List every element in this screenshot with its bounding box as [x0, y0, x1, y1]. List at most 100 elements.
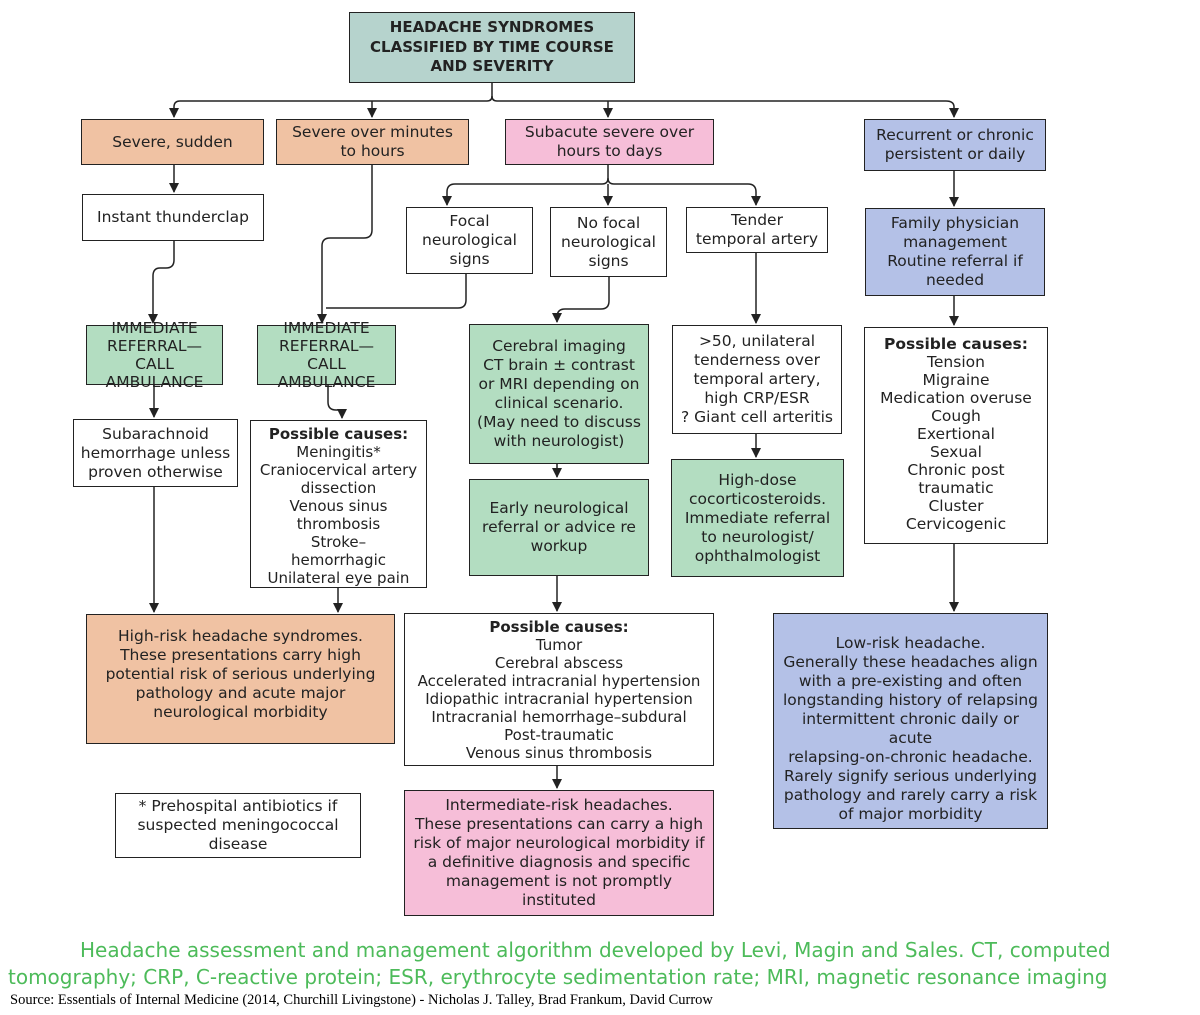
category-subacute: Subacute severe over hours to days: [505, 119, 714, 165]
box-text: Focal: [449, 212, 490, 230]
box-text: cocorticosteroids.: [688, 489, 827, 508]
focal-signs-box: Focal neurological signs: [406, 207, 533, 274]
cause-item: Accelerated intracranial hypertension: [417, 672, 701, 690]
title-line: CLASSIFIED BY TIME COURSE: [370, 37, 614, 56]
box-text: Cerebral imaging: [492, 337, 626, 355]
box-text: Immediate referral: [684, 508, 831, 527]
box-text: IMMEDIATE: [111, 319, 198, 337]
box-text: Subacute severe over: [524, 123, 695, 141]
box-text: with a pre-existing and often: [798, 672, 1023, 690]
box-text: REFERRAL—CALL: [107, 337, 202, 373]
cause-item: Chronic post: [907, 461, 1005, 479]
cause-item: Venous sinus thrombosis: [465, 744, 653, 762]
box-text: ophthalmologist: [694, 546, 821, 565]
box-text: AMBULANCE: [277, 373, 376, 391]
cause-item: traumatic: [918, 479, 994, 497]
box-text: needed: [925, 271, 985, 289]
box-text: a definitive diagnosis and specific: [427, 853, 691, 871]
box-text: * Prehospital antibiotics if: [138, 797, 338, 815]
box-text: IMMEDIATE: [283, 319, 370, 337]
immediate-referral-box-1: IMMEDIATE REFERRAL—CALL AMBULANCE: [86, 319, 223, 391]
box-text: Tender: [731, 211, 783, 229]
cause-item: thrombosis: [296, 515, 381, 533]
box-text: Recurrent or chronic: [876, 126, 1034, 144]
box-text: potential risk of serious underlying: [105, 665, 376, 683]
box-text: with neurologist): [493, 432, 625, 450]
title-line: HEADACHE SYNDROMES: [389, 18, 595, 37]
thunderclap-box: Instant thunderclap: [82, 194, 264, 241]
cause-item: Meningitis*: [296, 443, 381, 461]
box-text: hemorrhage unless: [80, 443, 231, 462]
box-text: tenderness over: [694, 351, 820, 369]
possible-causes-heading: Possible causes:: [489, 618, 629, 636]
early-referral-box: Early neurological referral or advice re…: [469, 479, 649, 576]
box-text: management: [903, 233, 1007, 251]
box-text: High-dose: [718, 470, 797, 489]
cause-item: Exertional: [917, 425, 995, 443]
cause-item: Post-traumatic: [504, 726, 614, 744]
box-text: neurological morbidity: [153, 703, 328, 721]
box-text: Family physician: [890, 214, 1020, 232]
possible-causes-heading: Possible causes:: [268, 425, 409, 443]
cause-item: Sexual: [930, 443, 982, 461]
subarachnoid-box: Subarachnoid hemorrhage unless proven ot…: [73, 419, 238, 487]
box-text: intermittent chronic daily or acute: [801, 710, 1020, 747]
box-text: Rarely signify serious underlying: [784, 767, 1037, 785]
giant-cell-arteritis-box: >50, unilateral tenderness over temporal…: [672, 325, 842, 434]
cause-item: Unilateral eye pain: [267, 569, 410, 587]
box-text: Subarachnoid: [102, 424, 209, 443]
cause-item: Cerebral abscess: [494, 654, 624, 672]
cerebral-imaging-box: Cerebral imaging CT brain ± contrast or …: [469, 324, 649, 464]
category-severe-sudden: Severe, sudden: [81, 119, 264, 165]
box-text: (May need to discuss: [477, 413, 641, 431]
box-text: Generally these headaches align: [783, 653, 1038, 671]
box-text: clinical scenario.: [494, 394, 624, 412]
box-text: No focal: [576, 213, 641, 232]
box-text: relapsing-on-chronic headache.: [788, 748, 1033, 766]
footnote-box: * Prehospital antibiotics if suspected m…: [115, 793, 361, 858]
box-text: Routine referral if: [887, 252, 1023, 270]
cause-item: Cluster: [928, 497, 984, 515]
box-text: referral or advice re: [482, 518, 636, 536]
box-text: of major morbidity: [838, 805, 983, 823]
caption-line-2: tomography; CRP, C-reactive protein; ESR…: [8, 965, 1108, 989]
box-text: >50, unilateral: [698, 332, 816, 350]
cause-item: Craniocervical artery: [259, 461, 418, 479]
family-physician-box: Family physician management Routine refe…: [865, 208, 1045, 296]
possible-causes-heading: Possible causes:: [884, 335, 1028, 353]
box-text: Intermediate-risk headaches.: [445, 796, 673, 814]
box-text: temporal artery,: [693, 370, 821, 388]
cause-item: Stroke–: [310, 533, 367, 551]
box-text: Severe over minutes: [292, 123, 453, 141]
possible-causes-minutes: Possible causes: Meningitis* Craniocervi…: [250, 420, 427, 588]
box-text: management is not promptly instituted: [445, 872, 673, 909]
immediate-referral-box-2: IMMEDIATE REFERRAL—CALL AMBULANCE: [257, 319, 396, 391]
category-severe-minutes: Severe over minutes to hours: [276, 119, 469, 165]
cause-item: Intracranial hemorrhage–subdural: [431, 708, 687, 726]
box-text: These presentations can carry a high: [414, 815, 704, 833]
box-text: workup: [530, 537, 588, 555]
box-text: signs: [449, 250, 490, 268]
box-text: persistent or daily: [884, 145, 1026, 163]
possible-causes-subacute: Possible causes: Tumor Cerebral abscess …: [404, 613, 714, 766]
box-text: ? Giant cell arteritis: [680, 408, 834, 426]
cause-item: Tension: [927, 353, 985, 371]
possible-causes-recurrent: Possible causes: Tension Migraine Medica…: [864, 327, 1048, 544]
box-text: Early neurological: [489, 499, 629, 517]
no-focal-signs-box: No focal neurological signs: [550, 207, 667, 277]
box-text: temporal artery: [695, 230, 819, 248]
box-text: AMBULANCE: [105, 373, 204, 391]
corticosteroids-box: High-dose cocorticosteroids. Immediate r…: [671, 459, 844, 577]
cause-item: Migraine: [922, 371, 990, 389]
box-text: REFERRAL—CALL: [279, 337, 374, 373]
box-text: proven otherwise: [88, 462, 223, 481]
box-text: CT brain ± contrast: [483, 356, 635, 374]
cause-item: Idiopathic intracranial hypertension: [425, 690, 693, 708]
low-risk-box: Low-risk headache. Generally these heada…: [773, 613, 1048, 829]
source-credit: Source: Essentials of Internal Medicine …: [10, 992, 713, 1008]
box-text: Instant thunderclap: [97, 208, 249, 226]
figure-caption: Headache assessment and management algor…: [8, 937, 1188, 991]
box-text: to hours: [340, 142, 405, 160]
box-text: high CRP/ESR: [704, 389, 810, 407]
